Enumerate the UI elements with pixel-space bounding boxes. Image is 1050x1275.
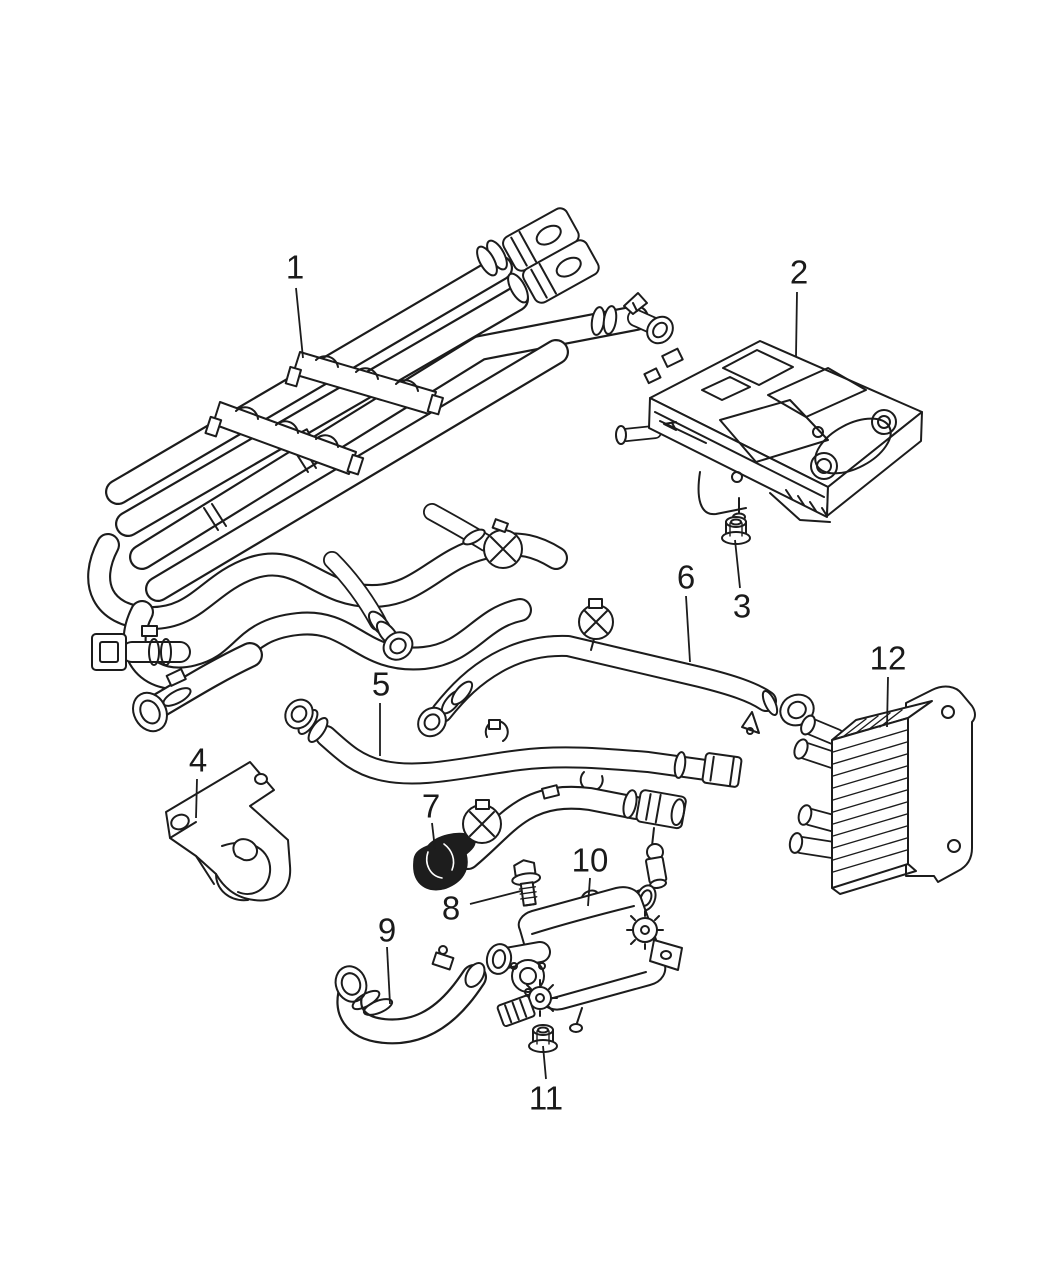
callout-leader-11 — [542, 1045, 547, 1080]
callout-leader-12 — [886, 676, 889, 728]
callout-label-9: 9 — [378, 912, 396, 949]
part-10-coolant-valve-unit — [485, 884, 683, 1033]
part-6-coolant-hose — [417, 598, 815, 738]
part-1-coolant-tube-assembly — [87, 207, 674, 733]
callout-leader-1 — [295, 287, 304, 359]
part-5-coolant-hose — [284, 698, 743, 803]
isolator-grommet-right — [626, 910, 664, 950]
callout-label-12: 12 — [870, 640, 907, 677]
electrical-connector — [496, 994, 536, 1028]
callout-label-7: 7 — [422, 788, 440, 825]
callout-leader-8 — [469, 890, 522, 905]
callout-leader-9 — [386, 946, 391, 1005]
callout-label-1: 1 — [286, 249, 304, 286]
callout-label-3: 3 — [733, 588, 751, 625]
callout-label-6: 6 — [677, 559, 695, 596]
callout-label-5: 5 — [372, 666, 390, 703]
callout-label-11: 11 — [529, 1080, 563, 1117]
callout-label-10: 10 — [572, 842, 609, 879]
callout-leader-2 — [795, 291, 798, 357]
callout-label-2: 2 — [790, 254, 808, 291]
callout-leader-7 — [431, 822, 436, 850]
callout-label-4: 4 — [189, 742, 207, 779]
part-9-elbow-hose — [334, 945, 487, 1045]
callout-leader-6 — [685, 595, 691, 663]
callout-label-8: 8 — [442, 890, 460, 927]
callout-leader-4 — [195, 778, 198, 819]
part-2-coolant-heater-unit — [615, 340, 923, 523]
part-3-flange-nut — [721, 516, 751, 545]
part-7-hose-connector — [413, 784, 687, 891]
part-4-mounting-bracket — [165, 761, 292, 902]
callout-leader-10 — [587, 877, 591, 907]
part-8-flange-bolt — [511, 859, 542, 907]
callout-leader-3 — [734, 539, 741, 589]
part-12-oil-cooler — [788, 685, 976, 895]
